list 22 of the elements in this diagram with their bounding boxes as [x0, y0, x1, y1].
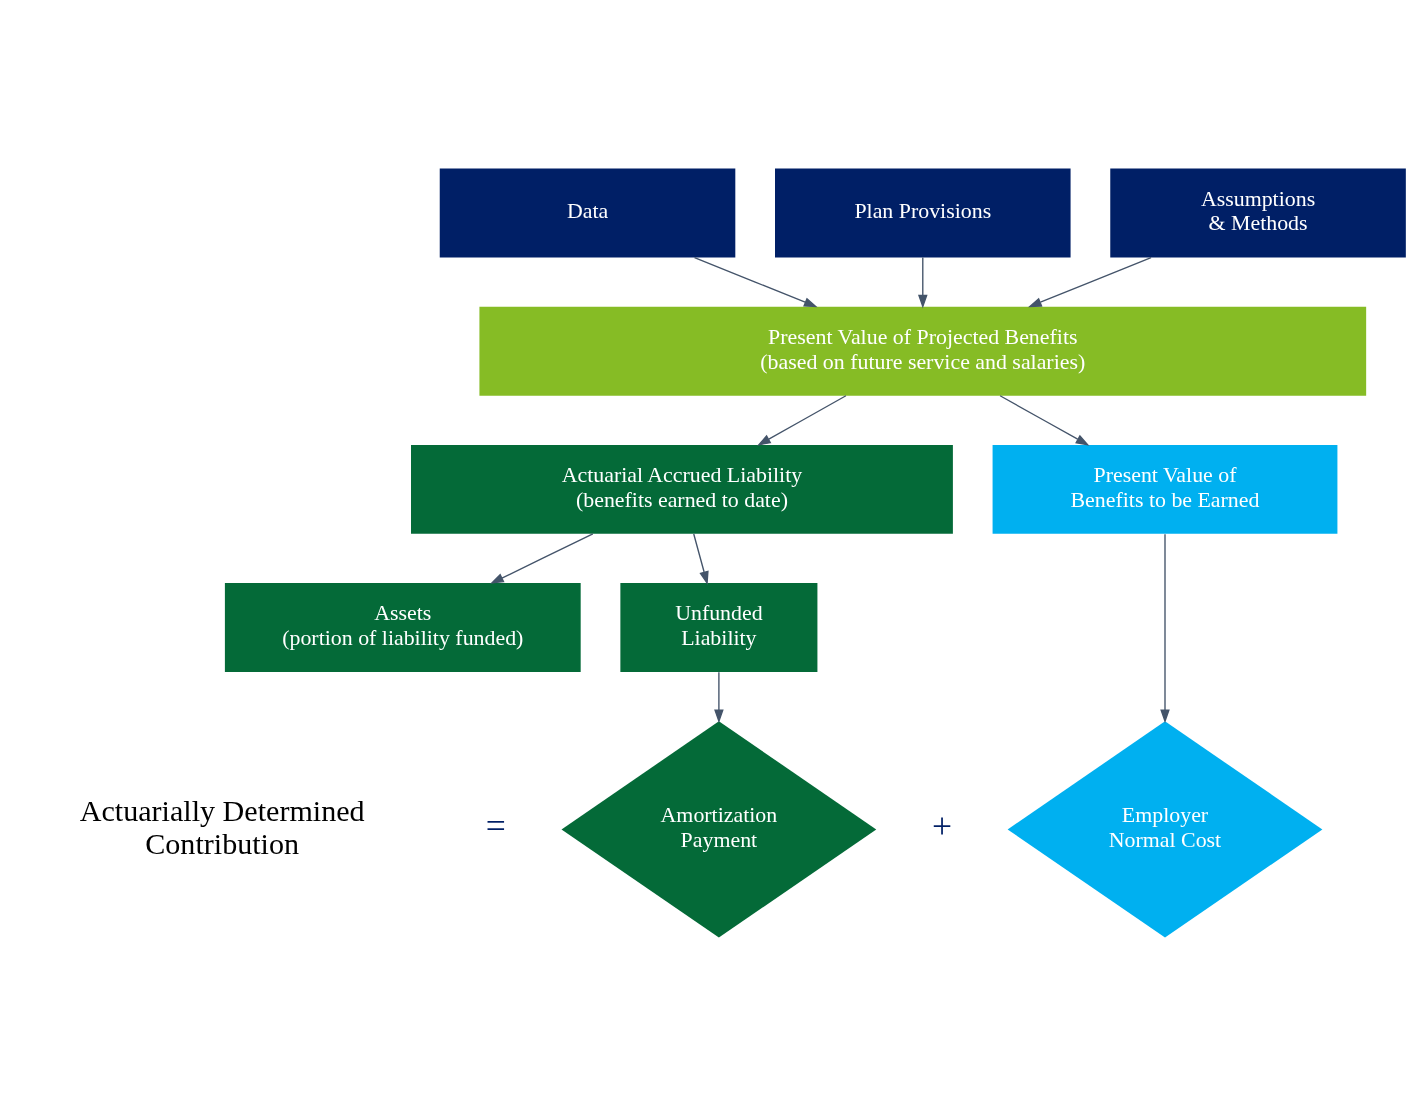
node-box: Present Value of Projected Benefits (based on future service and salaries): [479, 306, 1367, 396]
node-box: Present Value of Benefits to be Earned: [992, 444, 1338, 534]
arrow: [1160, 533, 1170, 723]
arrow: [714, 670, 724, 723]
node-box: Actuarial Accrued Liability (benefits earned to date): [411, 444, 953, 534]
label: +: [931, 805, 952, 846]
arrow: [693, 532, 709, 585]
label: Actuarially Determined Contribution: [79, 793, 365, 861]
label: =: [485, 805, 506, 846]
arrow: [693, 256, 818, 307]
node-box: Data: [439, 167, 736, 257]
arrow: [999, 394, 1090, 446]
node-box: Assumptions & Methods: [1110, 167, 1406, 257]
arrow: [490, 532, 594, 584]
arrow: [918, 256, 928, 309]
node-diamond: Employer Normal Cost: [1007, 720, 1323, 938]
arrow: [1028, 256, 1152, 307]
arrow: [757, 394, 847, 446]
node-box: Assets (portion of liability funded): [224, 582, 581, 672]
node-box: Unfunded Liability: [620, 582, 818, 672]
node-box: Plan Provisions: [775, 167, 1071, 257]
node-diamond: Amortization Payment: [561, 720, 877, 938]
